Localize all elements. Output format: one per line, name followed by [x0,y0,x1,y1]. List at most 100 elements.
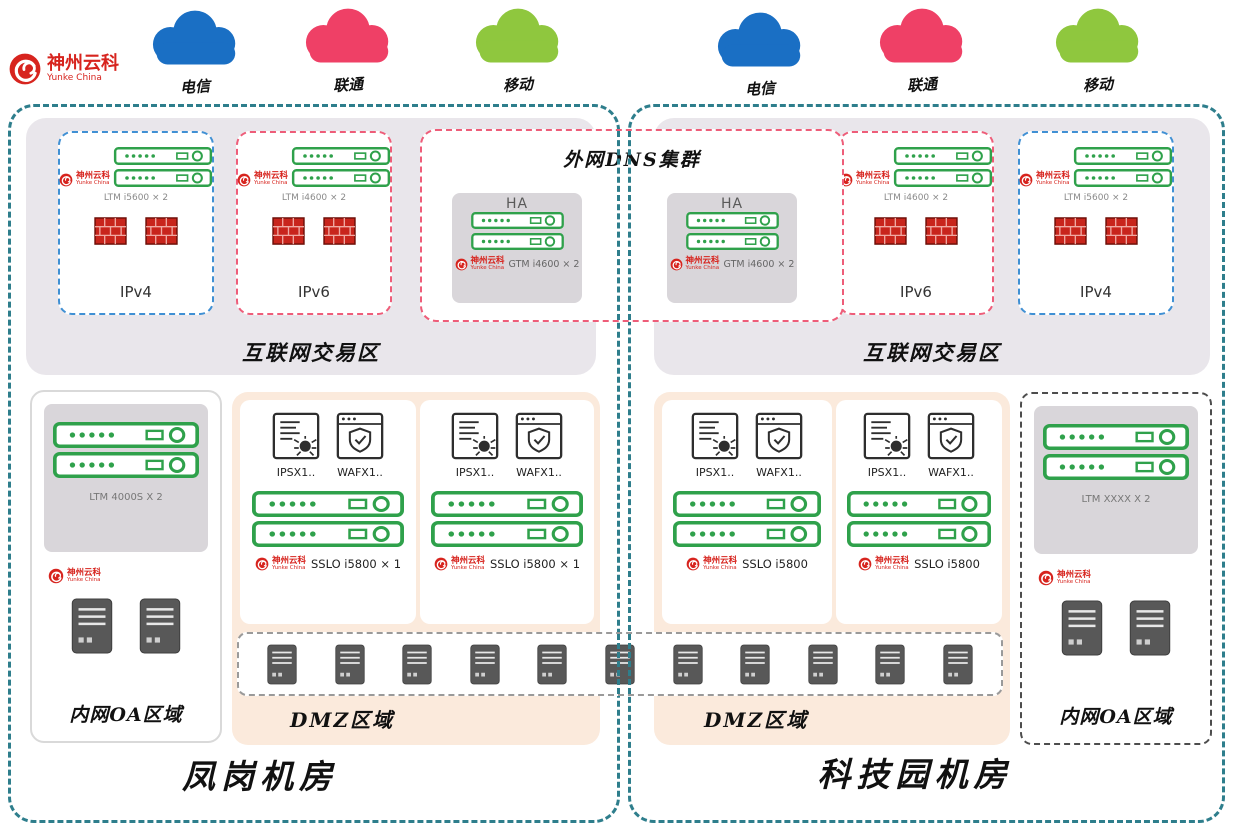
appliance-stack-icon [291,147,391,187]
appliance-icon [893,147,993,165]
appliance-icon [470,212,564,229]
yunke-swirl-icon [59,172,73,187]
sslo-label: SSLO i5800 [914,557,980,572]
isp-cloud-telecom-left: 电信 [135,6,255,97]
waf-icon [927,412,975,460]
cloud-icon [475,8,559,63]
firewall-icon [94,217,127,245]
security-icons-row: IPSX1.. WAFX1.. [272,412,384,479]
yunke-swirl-icon [686,557,701,572]
waf-icon [515,412,563,460]
waf-label: WAFX1.. [516,466,562,479]
server-icon [537,643,568,685]
dc-border-segment [617,634,620,694]
cloud-icon [152,10,236,65]
dmz-server-row [237,632,1003,696]
ips-label: IPSX1.. [867,466,907,479]
yunke-swirl-icon [237,172,251,187]
device-model-label: LTM 4000S X 2 [89,492,163,503]
firewall-icon [145,217,178,245]
appliance-icon [1043,454,1189,480]
yunke-swirl-icon [669,257,683,271]
isp-cloud-mobile-left: 移动 [458,4,578,95]
yunke-swirl-icon [454,257,468,271]
device-model-label: LTM i4600 × 2 [281,193,347,203]
firewall-icon [272,217,305,245]
ips-column: IPSX1.. [451,412,499,479]
dmz-zone-right-label: DMZ区域 [704,708,809,732]
datacenter-fenggang-label: 凤岗机房 [182,757,338,796]
logo-en: Yunke China [76,180,110,187]
firewall-icon [1054,217,1087,245]
appliance-stack-icon [685,212,780,250]
logo-cn: 神州云科 [875,556,910,566]
dc-border-segment [617,131,620,320]
yunke-swirl-icon [48,568,64,584]
appliance-icon [252,491,404,517]
appliance-icon [673,521,821,547]
logo-en: Yunke China [703,564,737,571]
appliance-stack-icon [1043,424,1189,480]
yunke-swirl-icon [1019,172,1033,187]
cloud-icon [305,8,389,63]
appliance-icon [53,422,199,448]
logo-en: Yunke China [470,264,505,271]
logo-cn: 神州云科 [470,256,505,266]
ha-label: HA [720,196,744,212]
device-model-label: GTM i4600 × 2 [508,258,580,270]
waf-column: WAFX1.. [515,412,563,479]
firewall-icon [323,217,356,245]
ips-column: IPSX1.. [691,412,739,479]
server-icon [334,643,365,685]
cloud-label: 电信 [744,78,776,100]
sslo-label: SSLO i5800 × 1 [310,557,402,572]
appliance-icon [113,169,213,187]
logo-en: Yunke China [856,180,890,187]
datacenter-fenggang [8,104,620,823]
appliance-icon [431,491,583,517]
ipv4-label: IPv4 [120,283,152,301]
logo-cn: 神州云科 [1036,171,1071,182]
logo-en: Yunke China [450,564,485,571]
server-icon [402,643,433,685]
ipv4-label: IPv4 [1080,283,1112,301]
waf-label: WAFX1.. [756,466,802,479]
waf-icon [336,412,384,460]
logo-en: Yunke China [1036,180,1070,187]
isp-cloud-telecom-right: 电信 [700,8,820,99]
isp-cloud-unicom-right: 联通 [862,4,982,95]
logo-cn: 神州云科 [703,556,738,566]
isp-cloud-unicom-left: 联通 [288,4,408,95]
cloud-icon [879,8,963,63]
appliance-icon [685,212,779,229]
firewall-icon [1105,217,1138,245]
dc-border-segment [628,131,631,320]
sslo-label: SSLO i5800 × 1 [489,557,581,572]
yunke-swirl-icon [254,557,269,572]
dc-border-segment [628,634,631,694]
ha-label: HA [505,196,529,212]
ltm-device-panel: LTM 4000S X 2 [44,404,208,552]
